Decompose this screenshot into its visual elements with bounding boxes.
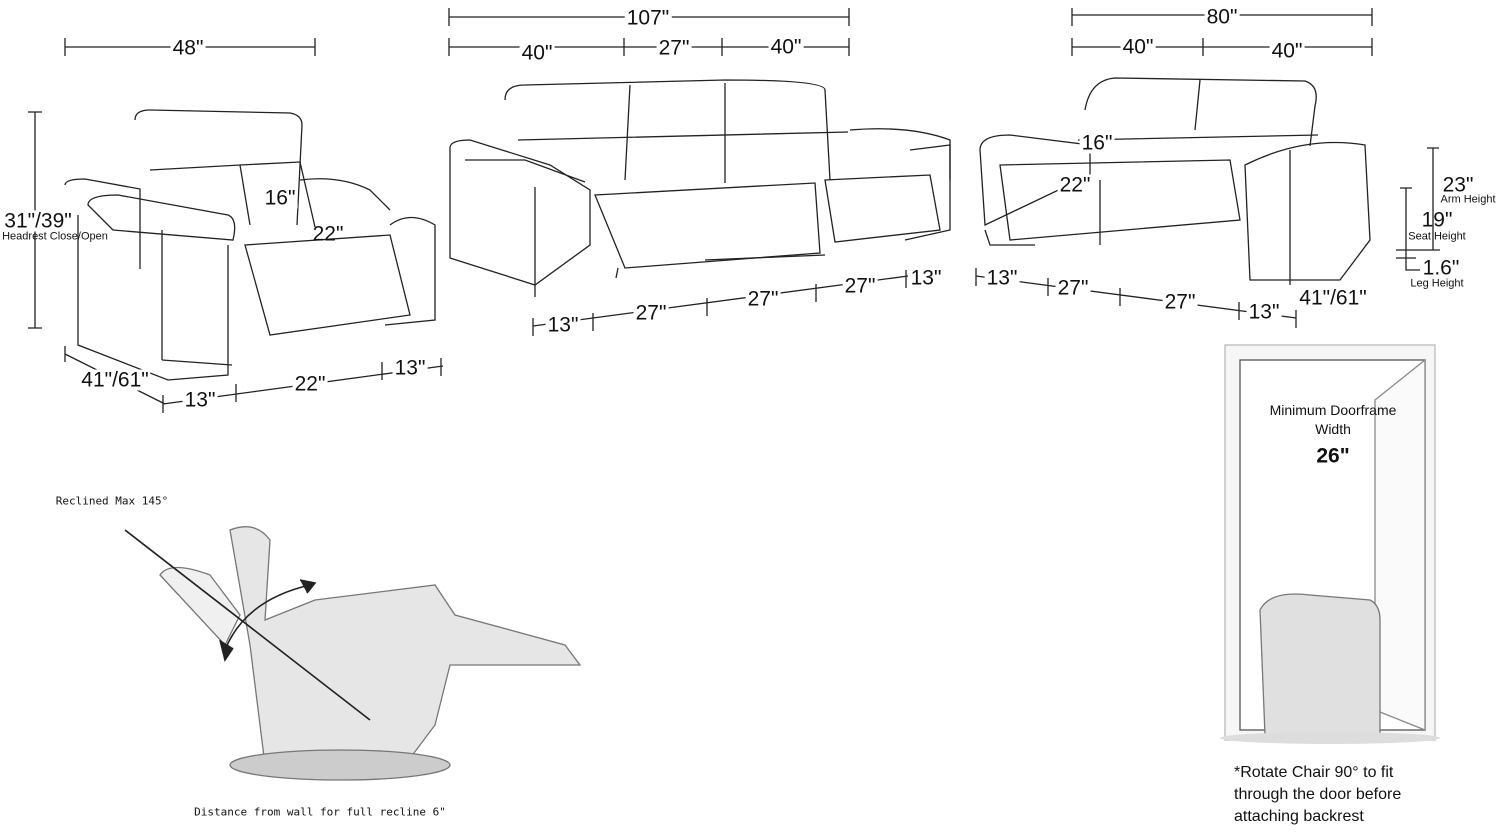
door-drawing xyxy=(1220,344,1440,744)
chair-back-label: 16" xyxy=(262,186,298,210)
sofa-seat3-label: 27" xyxy=(842,274,878,298)
sofa-seat1-label: 27" xyxy=(633,301,669,325)
chair-width-label: 48" xyxy=(170,36,206,60)
door-note-line3: attaching backrest xyxy=(1234,808,1364,825)
armchair-drawing xyxy=(64,109,436,381)
arm-height-label: Arm Height xyxy=(1440,193,1496,206)
loveseat-seat-label: 22" xyxy=(1057,173,1093,197)
loveseat-arm-right-label: 13" xyxy=(1246,300,1282,324)
seat-height-label: Seat Height xyxy=(1408,230,1466,243)
sofa-arm-right-label: 13" xyxy=(908,266,944,290)
loveseat-total-width-label: 80" xyxy=(1204,5,1240,29)
sofa-arm-left-label: 13" xyxy=(545,313,581,337)
chair-arm-right-label: 13" xyxy=(392,356,428,380)
leg-height-value: 1.6" xyxy=(1422,256,1460,280)
chair-height-label: 31"/39" xyxy=(2,209,74,233)
loveseat-section-right-label: 40" xyxy=(1269,39,1305,63)
chair-depth-label: 41"/61" xyxy=(79,368,151,392)
door-note: *Rotate Chair 90° to fit through the doo… xyxy=(1234,762,1401,828)
chair-seat-label: 22" xyxy=(312,222,344,246)
recliner-drawing xyxy=(159,526,582,781)
loveseat-drawing xyxy=(979,77,1371,285)
arm-height-value: 23" xyxy=(1442,173,1474,197)
door-title-line1: Minimum Doorframe xyxy=(1269,401,1397,418)
recline-arrows xyxy=(124,529,371,721)
sofa-section-left-label: 40" xyxy=(519,41,555,65)
recline-max-label: Reclined Max 145° xyxy=(55,494,169,508)
loveseat-arm-left-label: 13" xyxy=(984,266,1020,290)
chair-seat-width-label: 22" xyxy=(292,372,328,396)
recline-wall-distance-label: Distance from wall for full recline 6" xyxy=(194,805,446,819)
leg-height-label: Leg Height xyxy=(1410,277,1464,290)
sofa-drawing xyxy=(449,79,951,297)
loveseat-back-label: 16" xyxy=(1079,131,1115,155)
door-note-line1: *Rotate Chair 90° to fit xyxy=(1234,764,1394,781)
loveseat-seat2-label: 27" xyxy=(1162,290,1198,314)
seat-height-value: 19" xyxy=(1421,208,1453,232)
door-title-line2: Width xyxy=(1315,420,1351,437)
sofa-section-middle-label: 27" xyxy=(656,36,692,60)
loveseat-depth-label: 41"/61" xyxy=(1297,286,1369,310)
sofa-seat2-label: 27" xyxy=(745,287,781,311)
sofa-total-width-label: 107" xyxy=(624,6,672,30)
loveseat-section-left-label: 40" xyxy=(1120,35,1156,59)
door-note-line2: through the door before xyxy=(1234,786,1402,803)
chair-height-caption: Headrest Close/Open xyxy=(2,230,108,243)
loveseat-seat1-label: 27" xyxy=(1055,276,1091,300)
sofa-section-right-label: 40" xyxy=(768,35,804,59)
chair-arm-left-label: 13" xyxy=(182,388,218,412)
door-width-value: 26" xyxy=(1316,444,1350,468)
